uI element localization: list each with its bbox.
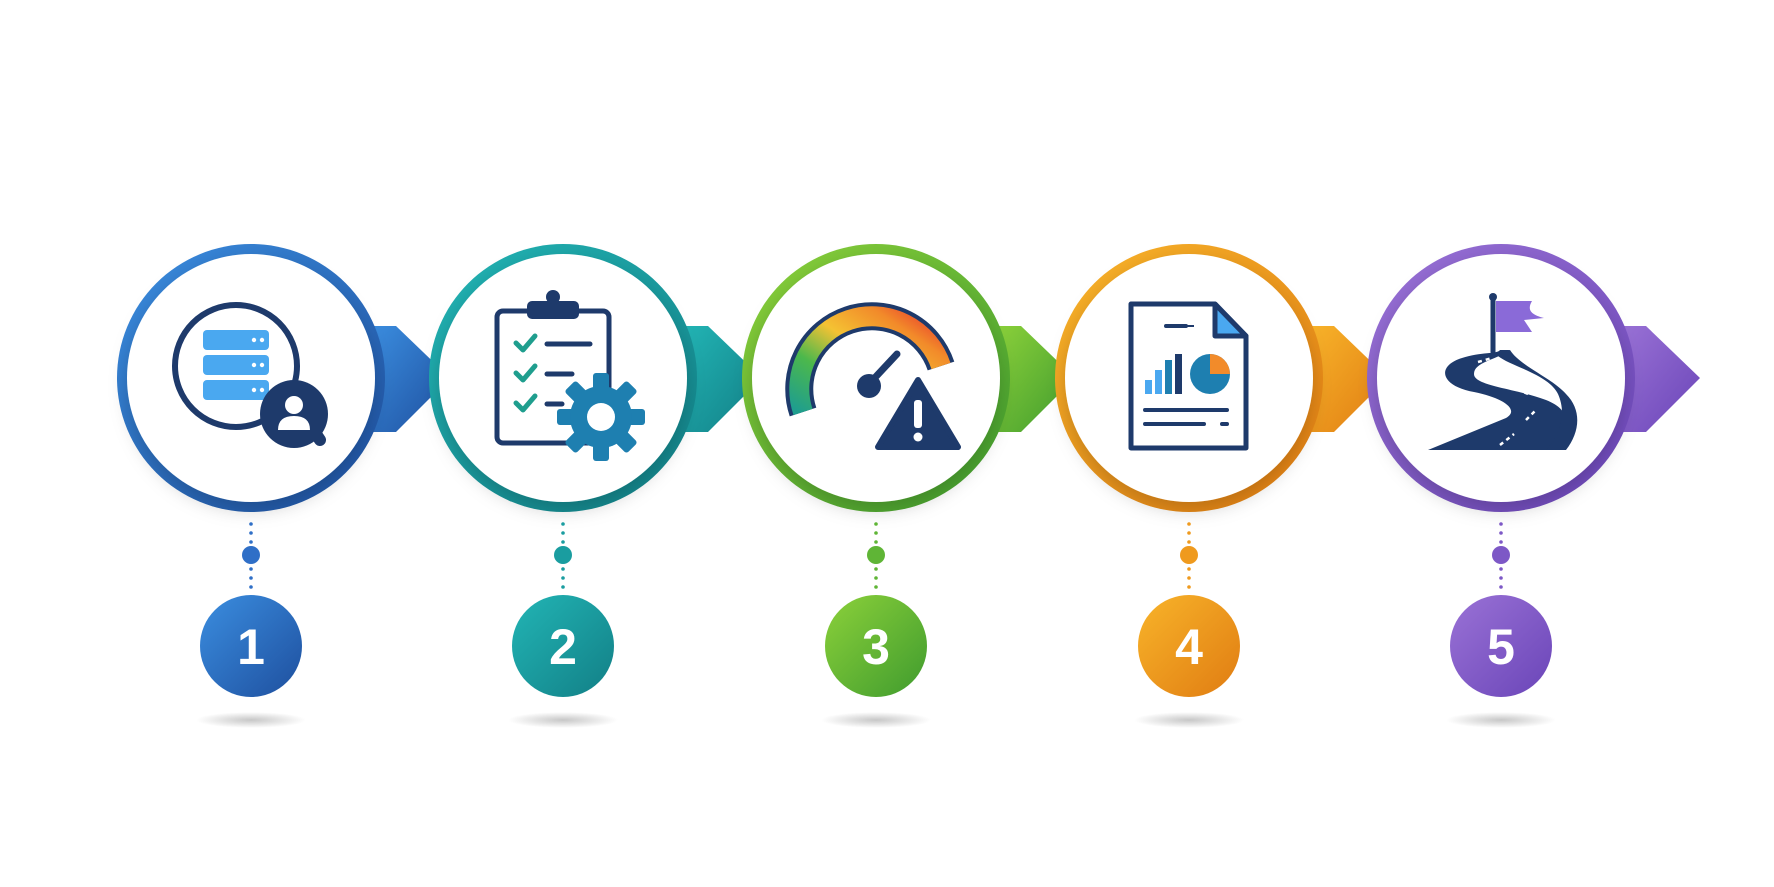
gauge-warning-icon <box>785 302 961 450</box>
step-1-badge <box>200 595 302 697</box>
report-chart-icon <box>1128 301 1249 451</box>
step-3-connector <box>867 522 885 589</box>
step-4-connector <box>1180 522 1198 589</box>
step-2-number: 2 <box>549 619 577 675</box>
step-4-arrow <box>1306 326 1388 432</box>
step-1-face <box>127 254 375 502</box>
step-3-number: 3 <box>862 619 890 675</box>
road-flag-icon <box>1428 293 1578 450</box>
step-5: 5 <box>1367 244 1700 728</box>
step-5-connector <box>1492 522 1510 589</box>
step-4: 4 <box>1055 244 1388 728</box>
step-2-arrow <box>680 326 762 432</box>
step-1-arrow <box>368 326 450 432</box>
step-1-connector <box>242 522 260 589</box>
step-1-number: 1 <box>237 619 265 675</box>
step-1: 1 <box>117 244 450 728</box>
step-5-face <box>1377 254 1625 502</box>
step-5-badge <box>1450 595 1552 697</box>
step-4-badge <box>1138 595 1240 697</box>
step-5-number: 5 <box>1487 619 1515 675</box>
step-2-badge <box>512 595 614 697</box>
step-3-arrow <box>993 326 1075 432</box>
gear-icon <box>557 373 645 461</box>
database-search-user-icon <box>172 302 328 448</box>
step-5-arrow <box>1618 326 1700 432</box>
step-2-face <box>439 254 687 502</box>
step-2-connector <box>554 522 572 589</box>
step-3: 3 <box>742 244 1075 728</box>
step-2: 2 <box>429 244 762 728</box>
step-3-badge <box>825 595 927 697</box>
step-4-number: 4 <box>1175 619 1203 675</box>
